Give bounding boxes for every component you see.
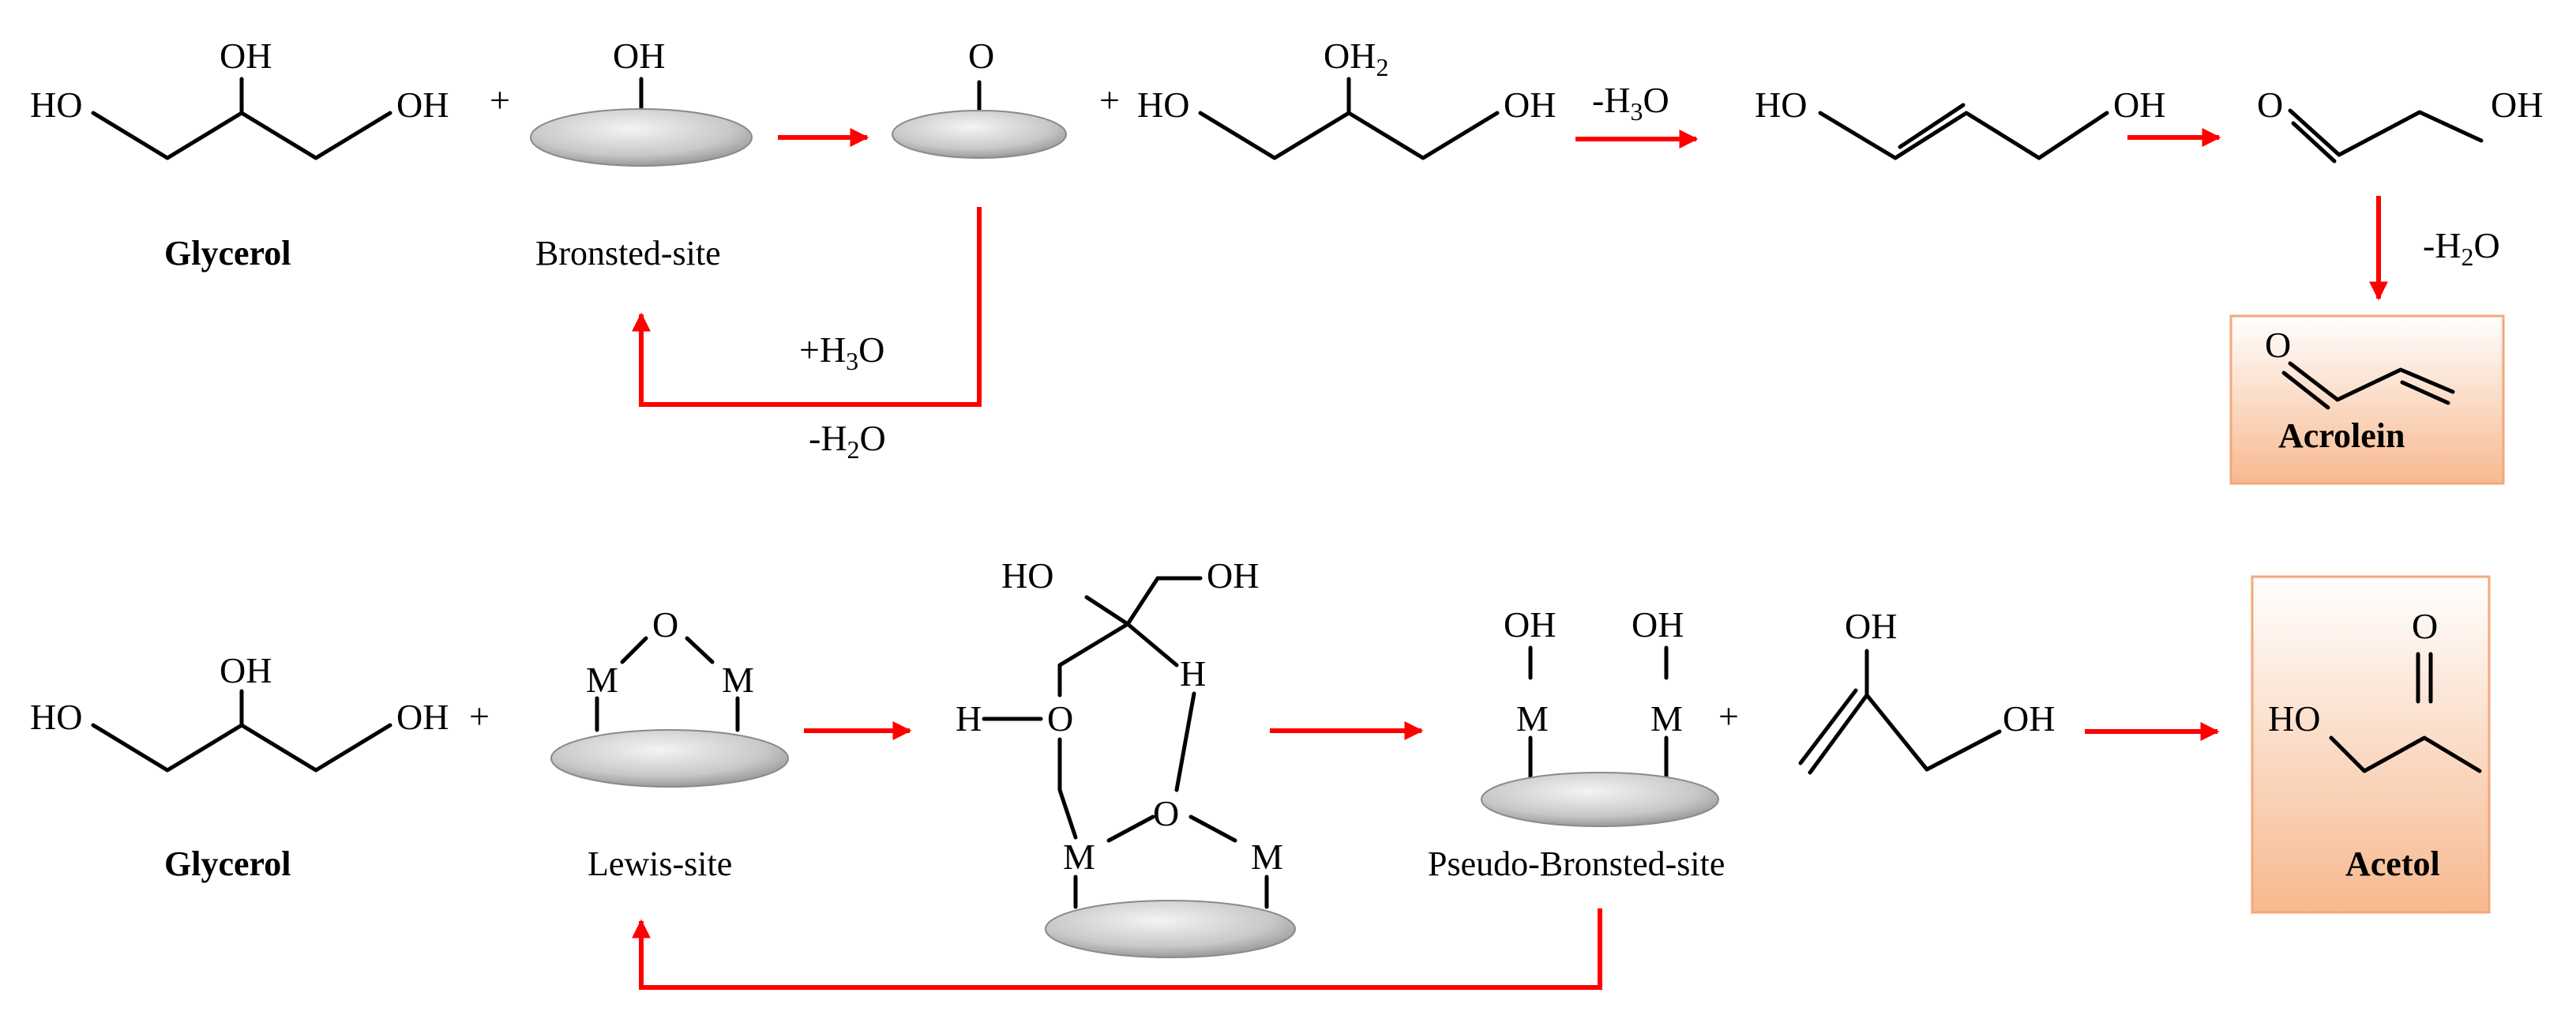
atom-m: M bbox=[586, 660, 618, 700]
acrolein-label: Acrolein bbox=[2278, 416, 2405, 455]
atom-o: O bbox=[2265, 325, 2291, 365]
condition-minus-h2o: -H2O bbox=[809, 418, 886, 464]
atom-oh: OH bbox=[220, 36, 272, 76]
atom-o: O bbox=[2412, 606, 2438, 646]
enol-diol: OH OH bbox=[1798, 606, 2055, 775]
atom-o: O bbox=[968, 36, 994, 76]
plus-sign: + bbox=[469, 696, 490, 736]
atom-o: O bbox=[2257, 85, 2283, 125]
bronsted-site-label: Bronsted-site bbox=[535, 234, 721, 273]
atom-oh: OH bbox=[1207, 555, 1259, 596]
adsorbed-glycerol-complex: HO OH H H O O M M bbox=[956, 555, 1296, 958]
acetol-label: Acetol bbox=[2345, 844, 2440, 883]
condition-plus-h3o: +H3O bbox=[799, 329, 884, 375]
glycerol-label-bottom: Glycerol bbox=[164, 844, 291, 883]
acetol-product-box: O HO Acetol bbox=[2251, 575, 2491, 914]
atom-oh: OH bbox=[613, 36, 665, 76]
atom-m: M bbox=[1251, 837, 1283, 877]
pseudo-bronsted-site: OH OH M M bbox=[1481, 604, 1719, 827]
glycerol-molecule-bottom: HO OH OH bbox=[30, 650, 449, 773]
atom-oh: OH bbox=[220, 650, 272, 690]
condition-minus-h2o: -H2O bbox=[2423, 225, 2500, 271]
atom-ho: HO bbox=[2268, 698, 2320, 739]
plus-sign: + bbox=[1718, 696, 1739, 736]
atom-oh: OH bbox=[2003, 698, 2055, 739]
atom-ho: HO bbox=[1001, 555, 1053, 596]
atom-m: M bbox=[722, 660, 754, 700]
atom-o: O bbox=[1153, 793, 1179, 833]
pseudo-bronsted-site-label: Pseudo-Bronsted-site bbox=[1428, 844, 1725, 883]
atom-o: O bbox=[652, 604, 678, 645]
deprotonated-site: O bbox=[892, 36, 1067, 159]
regeneration-arrow-bottom bbox=[632, 908, 1602, 990]
atom-ho: HO bbox=[1137, 85, 1189, 125]
atom-m: M bbox=[1516, 698, 1549, 739]
acrolein-product-box: O Acrolein bbox=[2229, 314, 2505, 485]
plus-sign: + bbox=[490, 80, 510, 120]
condition-minus-h3o: -H3O bbox=[1592, 80, 1669, 126]
atom-h: H bbox=[956, 698, 982, 739]
atom-oh: OH bbox=[1504, 85, 1556, 125]
lewis-site-label: Lewis-site bbox=[588, 844, 732, 883]
atom-oh: OH bbox=[2491, 85, 2543, 125]
lewis-site: O M M bbox=[550, 604, 789, 788]
glycerol-label-top: Glycerol bbox=[164, 234, 291, 273]
atom-oh: OH bbox=[2113, 85, 2165, 125]
regeneration-arrow-top bbox=[632, 207, 982, 407]
atom-oh: OH bbox=[1504, 604, 1556, 645]
protonated-glycerol: HO OH2 OH bbox=[1137, 36, 1556, 160]
hydroxypropanal: O OH bbox=[2257, 85, 2543, 164]
atom-ho: HO bbox=[30, 85, 82, 125]
atom-oh: OH bbox=[1845, 606, 1897, 646]
glycerol-molecule-top: HO OH OH bbox=[30, 36, 449, 160]
plus-sign: + bbox=[1099, 80, 1120, 120]
bronsted-site: OH bbox=[530, 36, 753, 167]
enol-intermediate: HO OH bbox=[1755, 85, 2165, 160]
atom-oh: OH bbox=[396, 697, 449, 737]
atom-m: M bbox=[1650, 698, 1683, 739]
atom-ho: HO bbox=[30, 697, 82, 737]
atom-ho: HO bbox=[1755, 85, 1807, 125]
atom-o: O bbox=[1047, 698, 1073, 739]
atom-h: H bbox=[1180, 653, 1206, 694]
atom-m: M bbox=[1063, 837, 1095, 877]
atom-oh2: OH2 bbox=[1324, 36, 1388, 81]
atom-oh: OH bbox=[396, 85, 449, 125]
atom-oh: OH bbox=[1632, 604, 1684, 645]
